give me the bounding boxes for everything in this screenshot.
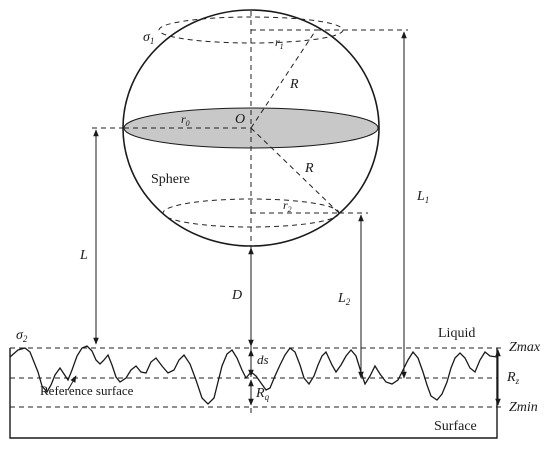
L2-label: L2 — [337, 291, 351, 307]
L1-label: L1 — [416, 189, 429, 205]
ds-label: ds — [257, 352, 269, 367]
zmin-label: Zmin — [509, 400, 538, 415]
R-lower-label: R — [304, 161, 314, 176]
reference-surface-label: Reference surface — [40, 383, 134, 398]
R-upper-label: R — [289, 77, 299, 92]
liquid-label: Liquid — [438, 326, 475, 341]
r0-label: r0 — [181, 112, 190, 128]
center-O-label: O — [235, 112, 245, 127]
radius-upper — [250, 29, 317, 129]
D-label: D — [231, 288, 242, 303]
sigma2-label: σ2 — [16, 328, 28, 344]
L-label: L — [79, 248, 88, 263]
sigma1-label: σ1 — [143, 30, 154, 46]
rq-label: Rq — [255, 386, 270, 402]
rz-label: Rz — [506, 370, 520, 386]
radius-lower — [250, 127, 340, 214]
sphere-label: Sphere — [151, 172, 190, 187]
reference-surface-pointer — [67, 375, 77, 391]
surface-label: Surface — [434, 419, 477, 434]
r1-label: r1 — [275, 35, 284, 51]
zmax-label: Zmax — [509, 340, 541, 355]
r2-label: r2 — [283, 198, 292, 214]
